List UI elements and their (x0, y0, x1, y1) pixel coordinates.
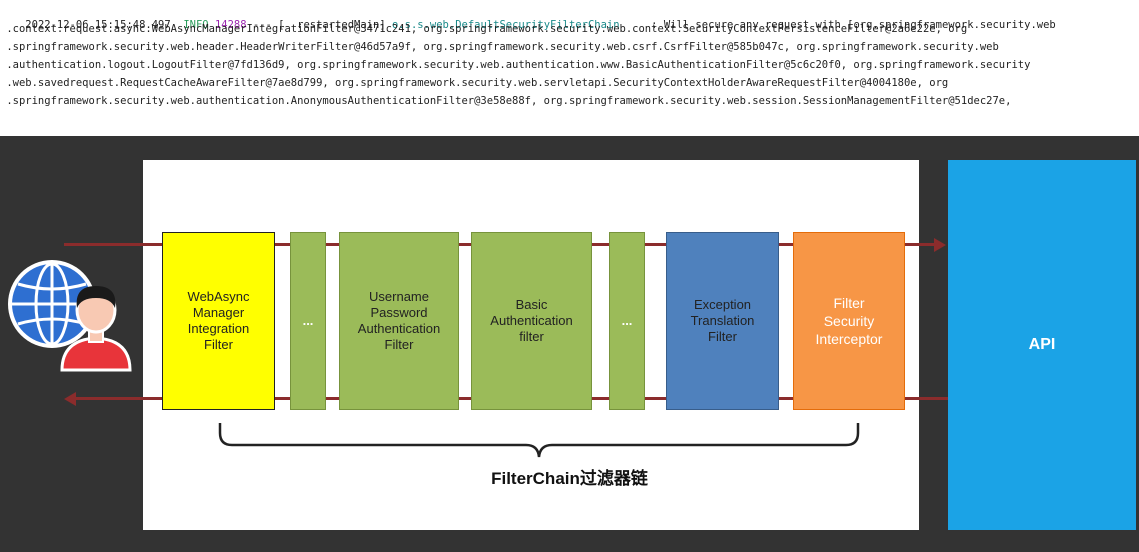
filter-label-line: Security (823, 313, 875, 329)
exception-translation-filter: Exception Translation Filter (666, 232, 779, 410)
filter-label-line: Basic (515, 297, 548, 312)
filter-label-line: Interceptor (815, 331, 883, 347)
filter-label-line: Filter (204, 337, 233, 352)
filter-label-line: Filter (833, 295, 865, 311)
username-password-authentication-filter: Username Password Authentication Filter (339, 232, 459, 410)
log-line-3: .springframework.security.web.header.Hea… (0, 41, 999, 53)
filter-label-line: Filter (384, 337, 414, 352)
filter-label-line: Manager (192, 305, 245, 320)
filter-security-interceptor: Filter Security Interceptor (793, 232, 905, 410)
log-level: INFO (183, 19, 209, 31)
ellipsis-label: ... (621, 313, 633, 328)
filter-label-line: Authentication (490, 313, 573, 328)
globe-icon (8, 260, 96, 348)
console-log: 2022-12-06 15:15:48.497 INFO 14288 --- [… (0, 0, 1139, 128)
ellipsis-filter-1: ... (290, 232, 326, 410)
log-line-5: .web.savedrequest.RequestCacheAwareFilte… (0, 77, 949, 89)
log-line-1: 2022-12-06 15:15:48.497 INFO 14288 --- [… (0, 4, 1056, 46)
request-arrowhead (934, 238, 946, 252)
filter-label-line: Username (369, 289, 429, 304)
filterchain-bracket (218, 423, 860, 458)
basic-authentication-filter: Basic Authentication filter (471, 232, 592, 410)
log-line-4: .authentication.logout.LogoutFilter@7fd1… (0, 59, 1031, 71)
log-pid: 14288 (208, 19, 247, 31)
ellipsis-label: ... (302, 313, 314, 328)
filter-label-line: Translation (690, 313, 755, 328)
filterchain-caption: FilterChain过滤器链 (491, 469, 648, 488)
ellipsis-filter-2: ... (609, 232, 645, 410)
response-arrowhead (64, 392, 76, 406)
log-timestamp: 2022-12-06 15:15:48.497 (25, 19, 184, 31)
filter-label-line: Filter (708, 329, 737, 344)
filter-label-line: Password (370, 305, 428, 320)
log-thread: --- [ restartedMain] (246, 19, 392, 31)
log-logger: o.s.s.web.DefaultSecurityFilterChain (391, 19, 620, 31)
api-label: API (1028, 336, 1056, 353)
filter-label-line: filter (519, 329, 544, 344)
filter-label-line: WebAsync (187, 289, 250, 304)
webasync-manager-integration-filter: WebAsync Manager Integration Filter (162, 232, 275, 410)
filter-label-line: Integration (187, 321, 250, 336)
api-box: API (948, 160, 1136, 530)
log-message: : Will secure any request with [org.spri… (619, 19, 1056, 31)
filter-label-line: Authentication (357, 321, 441, 336)
filter-chain-diagram: API WebAsync Manager Integration Filter … (0, 136, 1139, 552)
log-line-6: .springframework.security.web.authentica… (0, 95, 1012, 107)
log-line-2: .context.request.async.WebAsyncManagerIn… (0, 23, 968, 35)
filter-label-line: Exception (693, 297, 752, 312)
user-icon (60, 286, 132, 372)
